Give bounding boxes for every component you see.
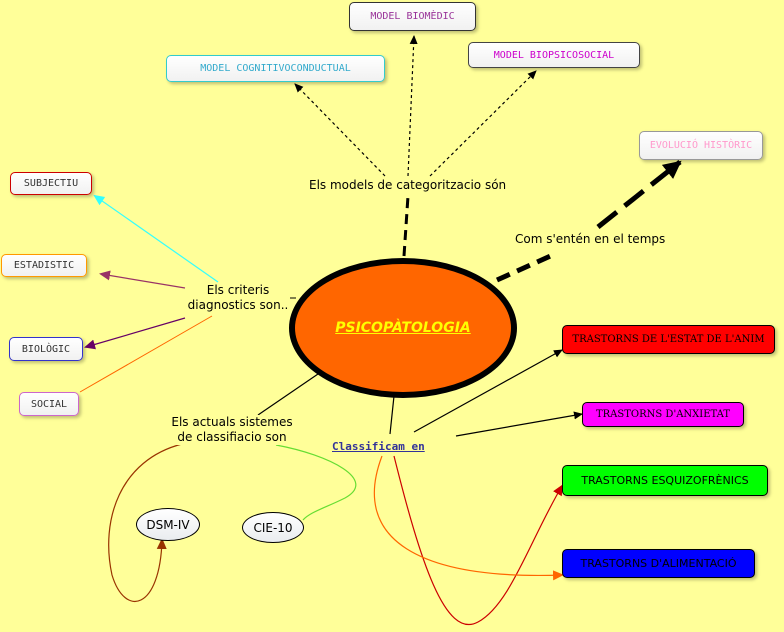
temps-link-label: Com s'entén en el temps — [515, 232, 666, 247]
central-node[interactable]: PSICOPÀTOLOGIA — [289, 258, 517, 398]
models-link-label: Els models de categoritzacio són — [309, 178, 507, 193]
trastorns-esquizo-node[interactable]: TRASTORNS ESQUIZOFRÈNICS — [562, 465, 768, 496]
connector-to-subjectiu — [93, 194, 219, 283]
sistemes-link-label-line1: Els actuals sistemes — [171, 415, 293, 429]
criteris-link-label: Els criteris diagnostics son.. — [186, 283, 290, 313]
connector-to-biomedic — [407, 35, 418, 177]
connector-sistemes-trunk — [257, 373, 319, 416]
connector-to-anim — [413, 349, 563, 433]
trastorns-aliment-node[interactable]: TRASTORNS D'ALIMENTACIÓ — [562, 549, 755, 578]
criteri-social-node[interactable]: SOCIAL — [19, 392, 79, 416]
connector-to-evolucio — [596, 160, 682, 229]
connector-to-social — [79, 315, 213, 393]
criteri-biologic-node[interactable]: BIOLÒGIC — [9, 337, 83, 361]
model-cognitivo-node[interactable]: MODEL COGNITIVOCONDUCTUAL — [166, 55, 385, 82]
connector-to-dsm — [108, 443, 183, 602]
sistemes-link-label: Els actuals sistemes de classifiacio son — [166, 415, 298, 445]
dsm-iv-node[interactable]: DSM-IV — [136, 508, 200, 541]
criteri-estadistic-node[interactable]: ESTADISTIC — [1, 254, 87, 277]
connector-to-estadistic — [99, 270, 186, 289]
trastorns-anxietat-node[interactable]: TRASTORNS D'ANXIETAT — [582, 402, 744, 427]
connector-to-cognitivo — [294, 83, 386, 177]
criteris-link-label-line1: Els criteris — [206, 283, 270, 297]
cie-10-node[interactable]: CIE-10 — [242, 512, 304, 543]
connector-to-esquizo — [393, 455, 564, 625]
connector-to-biologic — [84, 317, 186, 350]
connector-to-aliment — [373, 455, 564, 581]
model-biomedic-node[interactable]: MODEL BIOMÈDIC — [349, 2, 476, 31]
model-biopsico-node[interactable]: MODEL BIOPSICOSOCIAL — [468, 42, 640, 68]
connector-to-biopsico — [429, 70, 537, 177]
evolucio-node[interactable]: EVOLUCIÓ HISTÒRIC — [639, 131, 763, 160]
connector-temps-trunk — [495, 251, 557, 283]
classificam-link-label[interactable]: Classificam en — [332, 440, 425, 453]
connector-classificam-trunk — [389, 395, 395, 435]
trastorns-anim-node[interactable]: TRASTORNS DE L'ESTAT DE L'ANIM — [562, 325, 775, 354]
connector-to-cie — [275, 444, 357, 521]
connector-to-anxietat — [455, 411, 583, 437]
criteri-subjectiu-node[interactable]: SUBJECTIU — [10, 172, 92, 195]
criteris-link-label-line2: diagnostics son.. — [187, 298, 289, 312]
connector-models-trunk — [402, 195, 410, 257]
sistemes-link-label-line2: de classifiacio son — [177, 430, 287, 444]
central-label: PSICOPÀTOLOGIA — [335, 320, 471, 336]
